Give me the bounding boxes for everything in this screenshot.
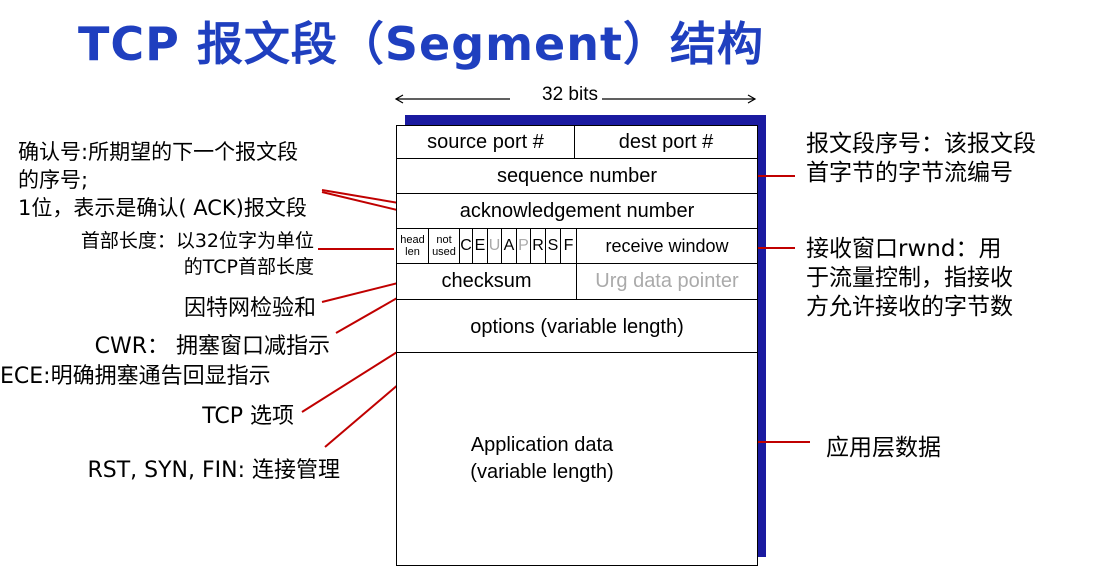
rwnd-annotation: 接收窗口rwnd：用 于流量控制，指接收 方允许接收的字节数 (806, 235, 1013, 322)
checksum-field: checksum (396, 263, 577, 300)
not-used-field: not used (428, 228, 460, 264)
flag-urg: U (487, 228, 502, 264)
width-label: 32 bits (538, 84, 602, 106)
options-annotation: TCP 选项 (202, 404, 294, 429)
app-data-label: Application data (470, 434, 614, 456)
flag-rst: R (530, 228, 546, 264)
sequence-annotation: 报文段序号：该报文段 首字节的字节流编号 (806, 130, 1036, 188)
flag-syn: S (545, 228, 561, 264)
flag-ack: A (501, 228, 517, 264)
ack-annotation: 确认号:所期望的下一个报文段 的序号; 1位，表示是确认( ACK)报文段 (18, 138, 307, 222)
ack-annotation-line: 的序号; (18, 168, 89, 192)
app-data-annotation: 应用层数据 (826, 435, 941, 461)
app-data-sublabel: (variable length) (470, 461, 614, 483)
checksum-annotation: 因特网检验和 (183, 296, 316, 321)
source-port-field: source port # (396, 125, 575, 159)
hlen-annotation-line: 的TCP首部长度 (183, 256, 314, 278)
flag-fin: F (560, 228, 577, 264)
box-shadow-top (405, 115, 766, 125)
options-field: options (variable length) (396, 299, 758, 353)
urg-pointer-field: Urg data pointer (576, 263, 758, 300)
hlen-annotation-line: 首部长度：以32位字为单位 (80, 230, 314, 252)
rwnd-annotation-line: 接收窗口rwnd：用 (806, 236, 1002, 262)
ack-annotation-line: 确认号:所期望的下一个报文段 (18, 140, 299, 164)
ece-annotation: ECE:明确拥塞通告回显指示 (0, 364, 271, 389)
header-length-annotation: 首部长度：以32位字为单位 的TCP首部长度 (81, 228, 314, 280)
width-arrow (394, 94, 757, 104)
sequence-number-field: sequence number (396, 158, 758, 194)
rwnd-annotation-line: 于流量控制，指接收 (806, 265, 1013, 291)
ack-annotation-line: 1位，表示是确认( ACK)报文段 (18, 196, 307, 220)
rst-syn-fin-annotation: RST, SYN, FIN: 连接管理 (87, 458, 340, 483)
ack-number-field: acknowledgement number (396, 193, 758, 229)
seq-annotation-line: 首字节的字节流编号 (806, 160, 1013, 186)
flag-cwr: C (459, 228, 473, 264)
head-len-field: head len (396, 228, 429, 264)
flag-psh: P (516, 228, 531, 264)
seq-annotation-line: 报文段序号：该报文段 (806, 131, 1036, 157)
cwr-annotation: CWR： 拥塞窗口减指示 (94, 334, 330, 359)
page-title: TCP 报文段（Segment）结构 (78, 17, 764, 71)
receive-window-field: receive window (576, 228, 758, 264)
application-data-field: Application data (variable length) (396, 352, 758, 566)
rwnd-annotation-line: 方允许接收的字节数 (806, 294, 1013, 320)
box-shadow-right (758, 115, 766, 557)
dest-port-field: dest port # (574, 125, 758, 159)
flag-ece: E (472, 228, 488, 264)
